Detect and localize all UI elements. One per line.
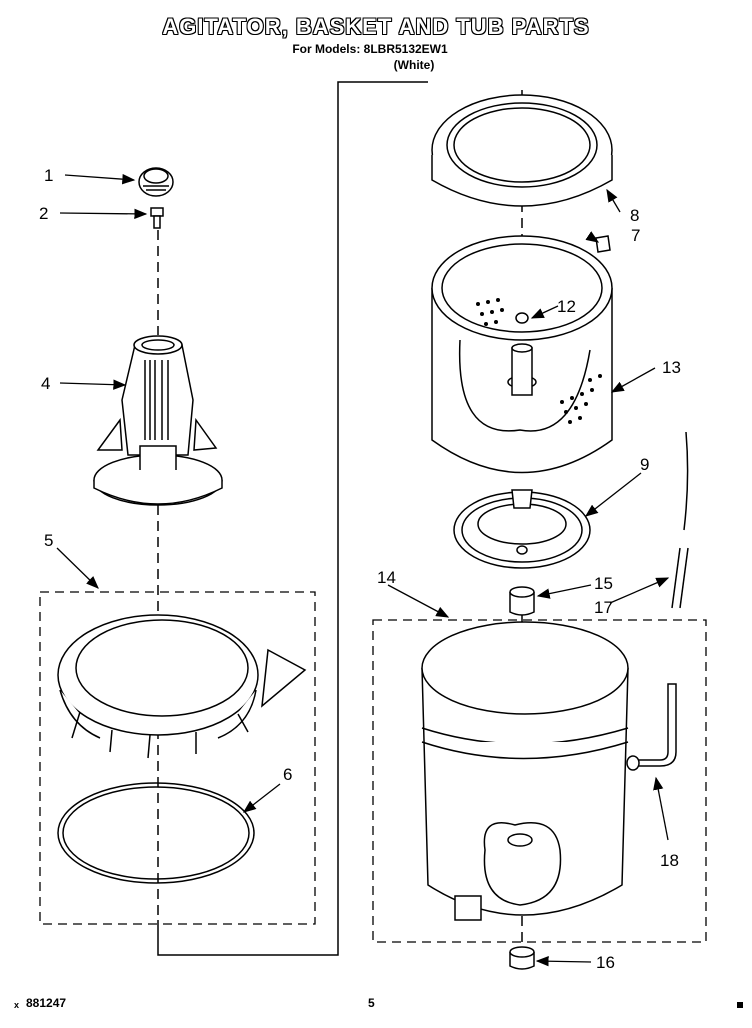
label-14: 14 bbox=[377, 568, 396, 587]
part-2-bolt bbox=[150, 207, 164, 229]
label-17: 17 bbox=[594, 598, 613, 617]
label-18: 18 bbox=[660, 851, 679, 870]
color-variant: (White) bbox=[393, 58, 435, 72]
label-5: 5 bbox=[44, 531, 53, 550]
label-15: 15 bbox=[594, 574, 613, 593]
corner-mark bbox=[737, 1002, 743, 1008]
footer-page-number: 5 bbox=[368, 996, 375, 1010]
label-1: 1 bbox=[44, 166, 53, 185]
label-13: 13 bbox=[662, 358, 681, 377]
callout-arrows bbox=[56, 173, 670, 967]
part-17-hose bbox=[671, 431, 689, 609]
part-8-basket-ring bbox=[431, 94, 613, 207]
label-8: 8 bbox=[630, 206, 639, 225]
footer-doc-number: 881247 bbox=[26, 996, 67, 1010]
label-12: 12 bbox=[557, 297, 576, 316]
label-9: 9 bbox=[640, 455, 649, 474]
part-4-agitator bbox=[93, 335, 223, 506]
part-9-hub bbox=[453, 489, 591, 569]
callout-labels: 1 2 4 5 6 7 8 9 12 13 14 15 16 17 18 bbox=[39, 166, 681, 972]
label-4: 4 bbox=[41, 374, 50, 393]
group-14-box bbox=[372, 619, 707, 943]
connector-line bbox=[157, 81, 428, 956]
part-7-clip bbox=[595, 235, 611, 253]
part-14-tub bbox=[421, 621, 629, 921]
part-6-gasket bbox=[57, 782, 255, 884]
part-13-basket bbox=[431, 235, 613, 474]
label-7: 7 bbox=[631, 226, 640, 245]
page-title: AGITATOR, BASKET AND TUB PARTS bbox=[162, 14, 590, 39]
part-1-agitator-cap bbox=[138, 167, 174, 197]
part-16-bottom-nut bbox=[509, 946, 535, 970]
models-line: For Models: 8LBR5132EW1 bbox=[292, 42, 448, 56]
part-5-seal-ring bbox=[57, 614, 307, 759]
group-5-box bbox=[39, 591, 316, 925]
label-6: 6 bbox=[283, 765, 292, 784]
footer-mark: x bbox=[14, 1000, 20, 1010]
label-16: 16 bbox=[596, 953, 615, 972]
label-2: 2 bbox=[39, 204, 48, 223]
part-15-drive-nut bbox=[509, 586, 535, 616]
basket-holes bbox=[476, 298, 602, 424]
part-18-tub-hose bbox=[626, 683, 677, 771]
